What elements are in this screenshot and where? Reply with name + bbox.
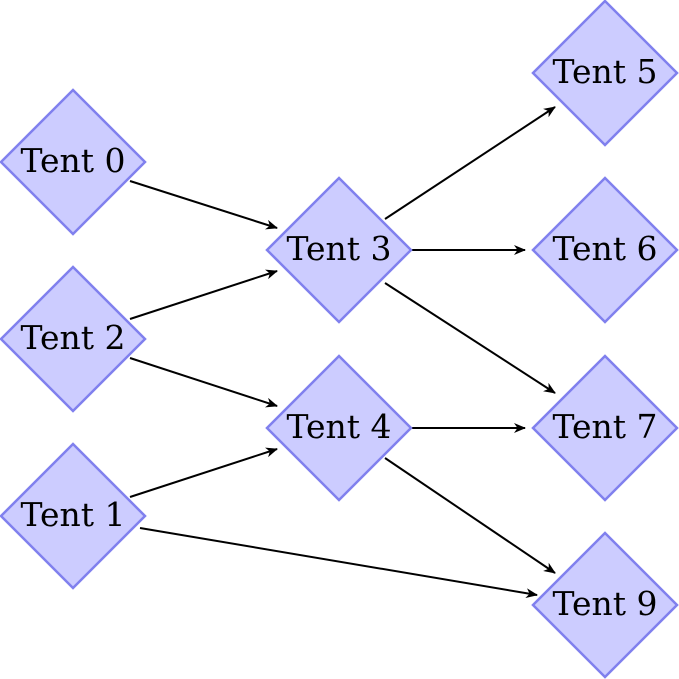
node-diamond <box>265 354 413 502</box>
node-t5: Tent 5 <box>531 0 679 147</box>
node-t7: Tent 7 <box>531 354 679 502</box>
edge-t3-to-t5 <box>384 106 556 220</box>
node-label: Tent 2 <box>21 318 126 357</box>
node-diamond <box>531 354 679 502</box>
node-label: Tent 6 <box>553 229 658 268</box>
node-t1: Tent 1 <box>0 442 147 590</box>
node-label: Tent 4 <box>287 407 392 446</box>
node-t4: Tent 4 <box>265 354 413 502</box>
node-t3: Tent 3 <box>265 176 413 324</box>
edge-t1-to-t4 <box>129 447 278 498</box>
node-diamond <box>531 176 679 324</box>
edge-t2-to-t3 <box>129 269 278 320</box>
node-diamond <box>531 0 679 147</box>
node-t0: Tent 0 <box>0 88 147 236</box>
node-label: Tent 9 <box>553 584 658 623</box>
edge-t0-to-t3 <box>129 180 278 230</box>
edge-t4-to-t9 <box>384 457 556 574</box>
node-label: Tent 0 <box>21 141 126 180</box>
node-diamond <box>0 265 147 413</box>
node-diamond <box>531 531 679 679</box>
edge-t1-to-t9 <box>139 527 538 599</box>
edge-t2-to-t4 <box>129 357 278 408</box>
node-t6: Tent 6 <box>531 176 679 324</box>
node-label: Tent 3 <box>287 229 392 268</box>
node-diamond <box>0 442 147 590</box>
node-diamond <box>0 88 147 236</box>
node-label: Tent 1 <box>21 495 126 534</box>
node-t9: Tent 9 <box>531 531 679 679</box>
edges-layer <box>129 106 556 599</box>
edge-t3-to-t7 <box>384 282 556 394</box>
node-label: Tent 7 <box>553 407 658 446</box>
node-t2: Tent 2 <box>0 265 147 413</box>
node-diamond <box>265 176 413 324</box>
node-label: Tent 5 <box>553 52 658 91</box>
